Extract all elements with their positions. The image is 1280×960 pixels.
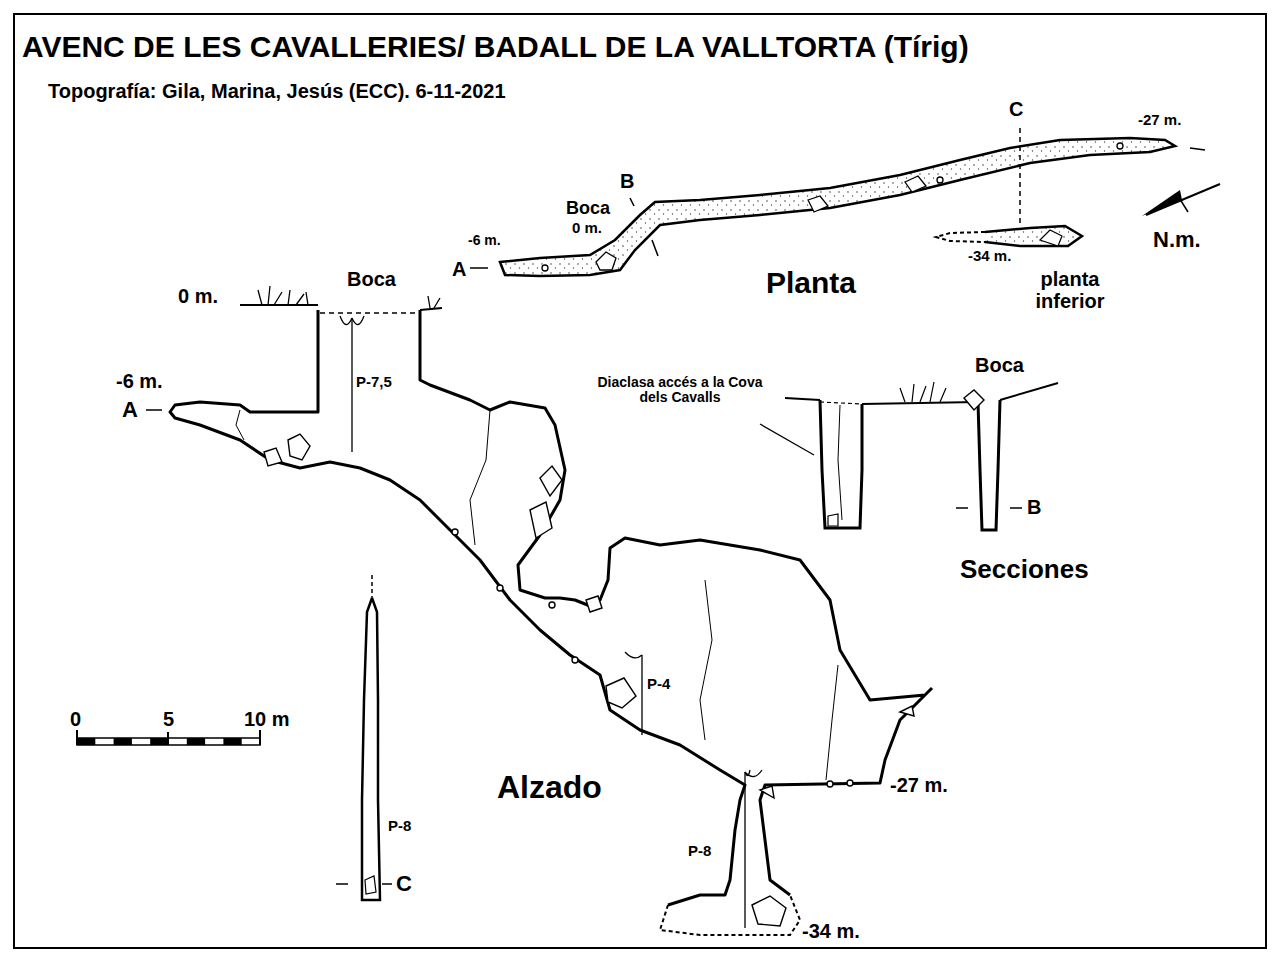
boca-line <box>320 312 420 314</box>
section-mark <box>1190 148 1205 150</box>
section-mark <box>336 883 348 885</box>
map-label: -6 m. <box>116 370 163 392</box>
rock <box>365 876 376 894</box>
map-label: B <box>620 170 634 192</box>
map-label: 10 m <box>244 708 290 730</box>
lower-plan <box>985 226 1082 246</box>
frame <box>14 14 1266 948</box>
map-label: Diaclasa accés a la Cova dels Cavalls <box>592 375 768 406</box>
plan-passage <box>500 138 1175 276</box>
scale-ticks <box>77 730 260 745</box>
map-label: 0 <box>70 708 81 730</box>
ground-line <box>240 305 442 310</box>
map-label: 5 <box>163 708 174 730</box>
map-label: Planta <box>766 266 856 299</box>
leader-line <box>760 424 814 455</box>
map-label: 0 m. <box>572 220 602 237</box>
map-label: Topografía: Gila, Marina, Jesús (ECC). 6… <box>48 80 506 102</box>
cracks <box>236 410 838 780</box>
map-label: -34 m. <box>802 920 860 942</box>
map-label: Boca <box>347 268 396 290</box>
section-c <box>362 598 380 900</box>
lower-plan-dashed <box>936 232 985 242</box>
map-label: -27 m. <box>890 774 948 796</box>
map-label: -34 m. <box>968 248 1011 265</box>
lower-plan-rocks <box>1040 230 1062 246</box>
section-mark <box>1010 507 1022 509</box>
map-label: P-4 <box>647 676 670 693</box>
rock <box>828 514 838 526</box>
section-mark <box>956 507 968 509</box>
map-label: Alzado <box>497 770 602 805</box>
section-c-line <box>1019 128 1021 224</box>
map-label: C <box>396 872 412 896</box>
north-arrow-head <box>1142 190 1182 216</box>
diaclasa-crack <box>838 405 842 520</box>
plan-rocks <box>542 143 1123 271</box>
section-boca-line <box>820 402 862 404</box>
ropes <box>340 316 762 928</box>
north-arrow <box>1146 184 1220 215</box>
diaclasa-section <box>820 400 862 528</box>
map-label: A <box>452 258 466 280</box>
map-label: N.m. <box>1153 228 1201 252</box>
map-label: -6 m. <box>468 233 501 248</box>
section-mark <box>146 409 162 411</box>
map-label: Secciones <box>960 555 1089 584</box>
section-mark <box>652 240 658 256</box>
north-tick <box>1178 196 1188 212</box>
map-label: P-8 <box>388 818 411 835</box>
map-label: A <box>122 398 138 422</box>
map-label: P-8 <box>688 843 711 860</box>
map-title: AVENC DE LES CAVALLERIES/ BADALL DE LA V… <box>22 30 969 63</box>
boca-section <box>978 400 1000 530</box>
map-label: 0 m. <box>178 285 218 307</box>
map-label: planta inferior <box>1010 268 1130 312</box>
rocks <box>264 434 914 926</box>
lower-chamber <box>660 895 800 935</box>
map-label: -27 m. <box>1138 112 1181 129</box>
map-label: C <box>1009 98 1023 120</box>
section-mark <box>470 267 488 269</box>
scale-segments <box>77 738 242 745</box>
map-label: Boca <box>566 199 610 219</box>
plan-boca <box>615 202 655 240</box>
map-label: Boca <box>975 354 1024 376</box>
grass <box>900 382 946 402</box>
section-c-dash <box>371 575 373 598</box>
rock <box>964 390 984 410</box>
map-label: P-7,5 <box>356 374 392 391</box>
section-mark <box>382 883 392 885</box>
map-label: B <box>1027 496 1041 518</box>
section-ground <box>785 383 1058 404</box>
section-mark <box>630 198 634 206</box>
